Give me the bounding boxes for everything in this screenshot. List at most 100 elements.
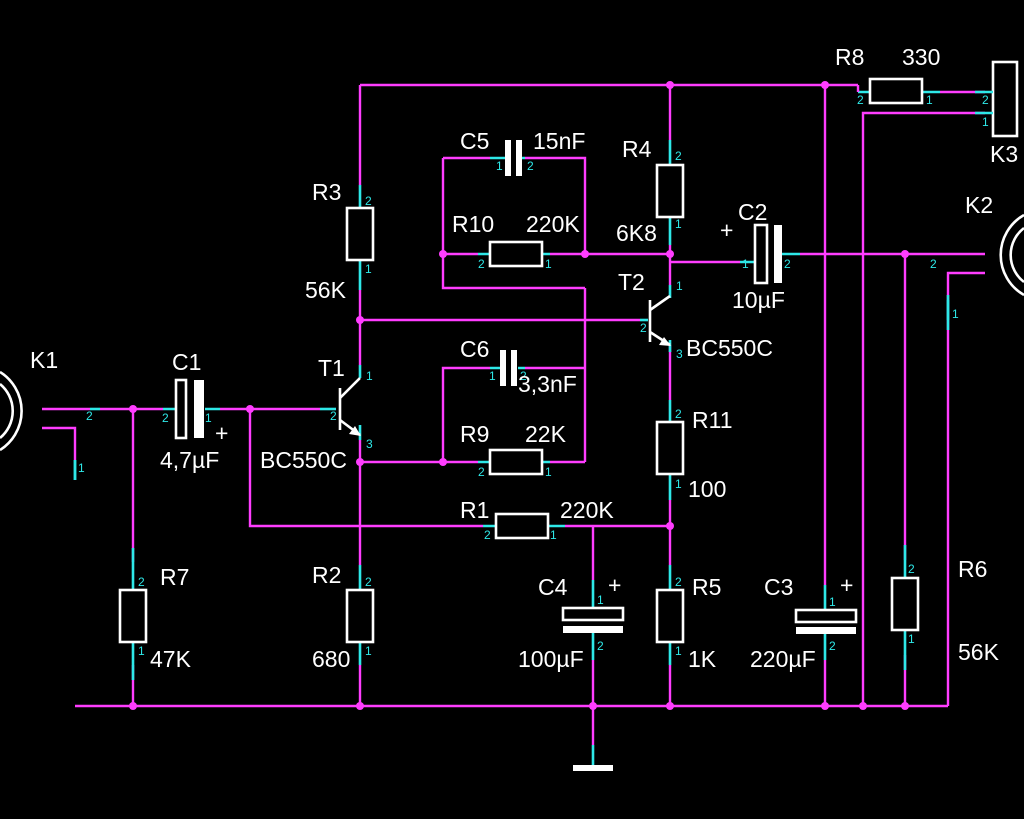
ref-label: C1 (172, 349, 201, 375)
value-label: 15nF (533, 128, 585, 154)
capacitor-plate-icon (794, 608, 858, 624)
junction-node (129, 702, 137, 710)
junction-node (581, 250, 589, 258)
junction-nodes (129, 81, 909, 710)
jack-icon (1009, 226, 1024, 284)
value-label: BC550C (260, 447, 347, 473)
emitter-arrow-icon (349, 426, 361, 436)
ground-symbol (573, 745, 613, 771)
resistor-icon (655, 420, 685, 476)
pin-number: 2 (527, 159, 534, 173)
value-label: 220µF (750, 646, 816, 672)
pin-number: 2 (520, 369, 527, 383)
wire-c5-right (525, 156, 587, 254)
pin-number: 2 (784, 257, 791, 271)
resistor-icon (345, 206, 375, 262)
transistor-t1[interactable]: 2 1 3 T1 BC550C (260, 355, 373, 473)
connector-k2[interactable]: 2 1 K2 (930, 192, 1024, 321)
ref-label: T2 (618, 269, 645, 295)
ref-label: R4 (622, 136, 652, 162)
resistor-r2[interactable]: 2 1 R2 680 (312, 562, 375, 672)
pin-number: 2 (908, 562, 915, 576)
pin-number: 1 (982, 115, 989, 129)
ref-label: R6 (958, 556, 987, 582)
resistor-r9[interactable]: 2 1 R9 22K (460, 421, 567, 479)
resistor-r10[interactable]: 2 1 R10 220K (452, 211, 580, 271)
value-label: 100 (688, 476, 726, 502)
pin-number: 1 (78, 461, 85, 475)
junction-node (589, 702, 597, 710)
junction-node (439, 458, 447, 466)
wires (42, 83, 985, 745)
junction-node (666, 522, 674, 530)
ref-label: R2 (312, 562, 341, 588)
value-label: 220K (560, 497, 614, 523)
pin-number: 2 (930, 257, 937, 271)
resistor-r5[interactable]: 2 1 R5 1K (655, 565, 721, 672)
ref-label: K3 (990, 141, 1018, 167)
capacitor-plate-icon (561, 606, 625, 622)
pin-number: 1 (952, 307, 959, 321)
resistor-r11[interactable]: 2 1 R11 100 (655, 400, 733, 502)
resistor-r4[interactable]: 2 1 R4 6K8 (616, 136, 685, 246)
capacitor-c4[interactable]: 1 2 + C4 100µF (518, 572, 625, 672)
pin-number: 2 (675, 407, 682, 421)
pin-number: 1 (676, 279, 683, 293)
ref-label: R10 (452, 211, 494, 237)
pin-number: 1 (545, 257, 552, 271)
value-label: 1K (688, 646, 717, 672)
ref-label: C3 (764, 574, 793, 600)
resistor-r6[interactable]: 2 1 R6 56K (890, 556, 1000, 665)
capacitor-plate-icon (511, 350, 517, 386)
junction-node (666, 250, 674, 258)
value-label: 56K (305, 277, 347, 303)
wire-left-loop (441, 158, 585, 290)
junction-node (666, 702, 674, 710)
pin-number: 1 (496, 159, 503, 173)
pin-stub (740, 252, 800, 264)
resistor-icon (494, 512, 550, 540)
wire-c6-left (441, 366, 490, 462)
pin-number: 1 (205, 411, 212, 425)
capacitor-plate-icon (563, 626, 623, 633)
resistor-r3[interactable]: 2 1 R3 56K (305, 179, 375, 303)
value-label: 220K (526, 211, 580, 237)
pin-number: 2 (484, 528, 491, 542)
connector-k1[interactable]: 2 1 K1 (0, 347, 100, 480)
resistor-r1[interactable]: 2 1 R1 220K (460, 497, 614, 542)
value-label: BC550C (686, 335, 773, 361)
transistor-t2[interactable]: 2 1 3 T2 BC550C (618, 269, 773, 361)
pin-number: 1 (366, 369, 373, 383)
pin-number: 2 (857, 93, 864, 107)
pin-number: 1 (138, 644, 145, 658)
pin-number: 1 (597, 593, 604, 607)
junction-node (821, 81, 829, 89)
resistor-icon (488, 448, 544, 476)
junction-node (859, 702, 867, 710)
pin-number: 2 (138, 575, 145, 589)
ref-label: C5 (460, 128, 489, 154)
transistor-collector-icon (649, 294, 671, 312)
junction-node (901, 702, 909, 710)
pin-number: 2 (365, 194, 372, 208)
capacitor-plate-icon (500, 350, 506, 386)
pin-number: 2 (478, 465, 485, 479)
capacitor-plate-icon (505, 140, 511, 176)
connector-k3[interactable]: 2 1 K3 (975, 60, 1019, 167)
resistor-r8[interactable]: 2 1 R8 330 (835, 44, 940, 107)
resistor-r7[interactable]: 2 1 R7 47K (118, 562, 192, 672)
pin-number: 1 (675, 217, 682, 231)
capacitor-c2[interactable]: 1 2 + C2 10µF (720, 199, 800, 313)
capacitor-plate-icon (774, 225, 782, 283)
pin-number: 1 (829, 595, 836, 609)
pin-number: 1 (675, 477, 682, 491)
pin-number: 1 (489, 369, 496, 383)
pin-number: 2 (330, 409, 337, 423)
capacitor-c3[interactable]: 1 2 + C3 220µF (750, 572, 858, 672)
capacitor-c5[interactable]: 1 2 C5 15nF (460, 128, 585, 176)
pin-number: 3 (366, 437, 373, 451)
ref-label: R9 (460, 421, 489, 447)
capacitor-c1[interactable]: 2 1 + C1 4,7µF (160, 349, 228, 473)
capacitor-c6[interactable]: 1 2 C6 3,3nF (460, 336, 577, 397)
